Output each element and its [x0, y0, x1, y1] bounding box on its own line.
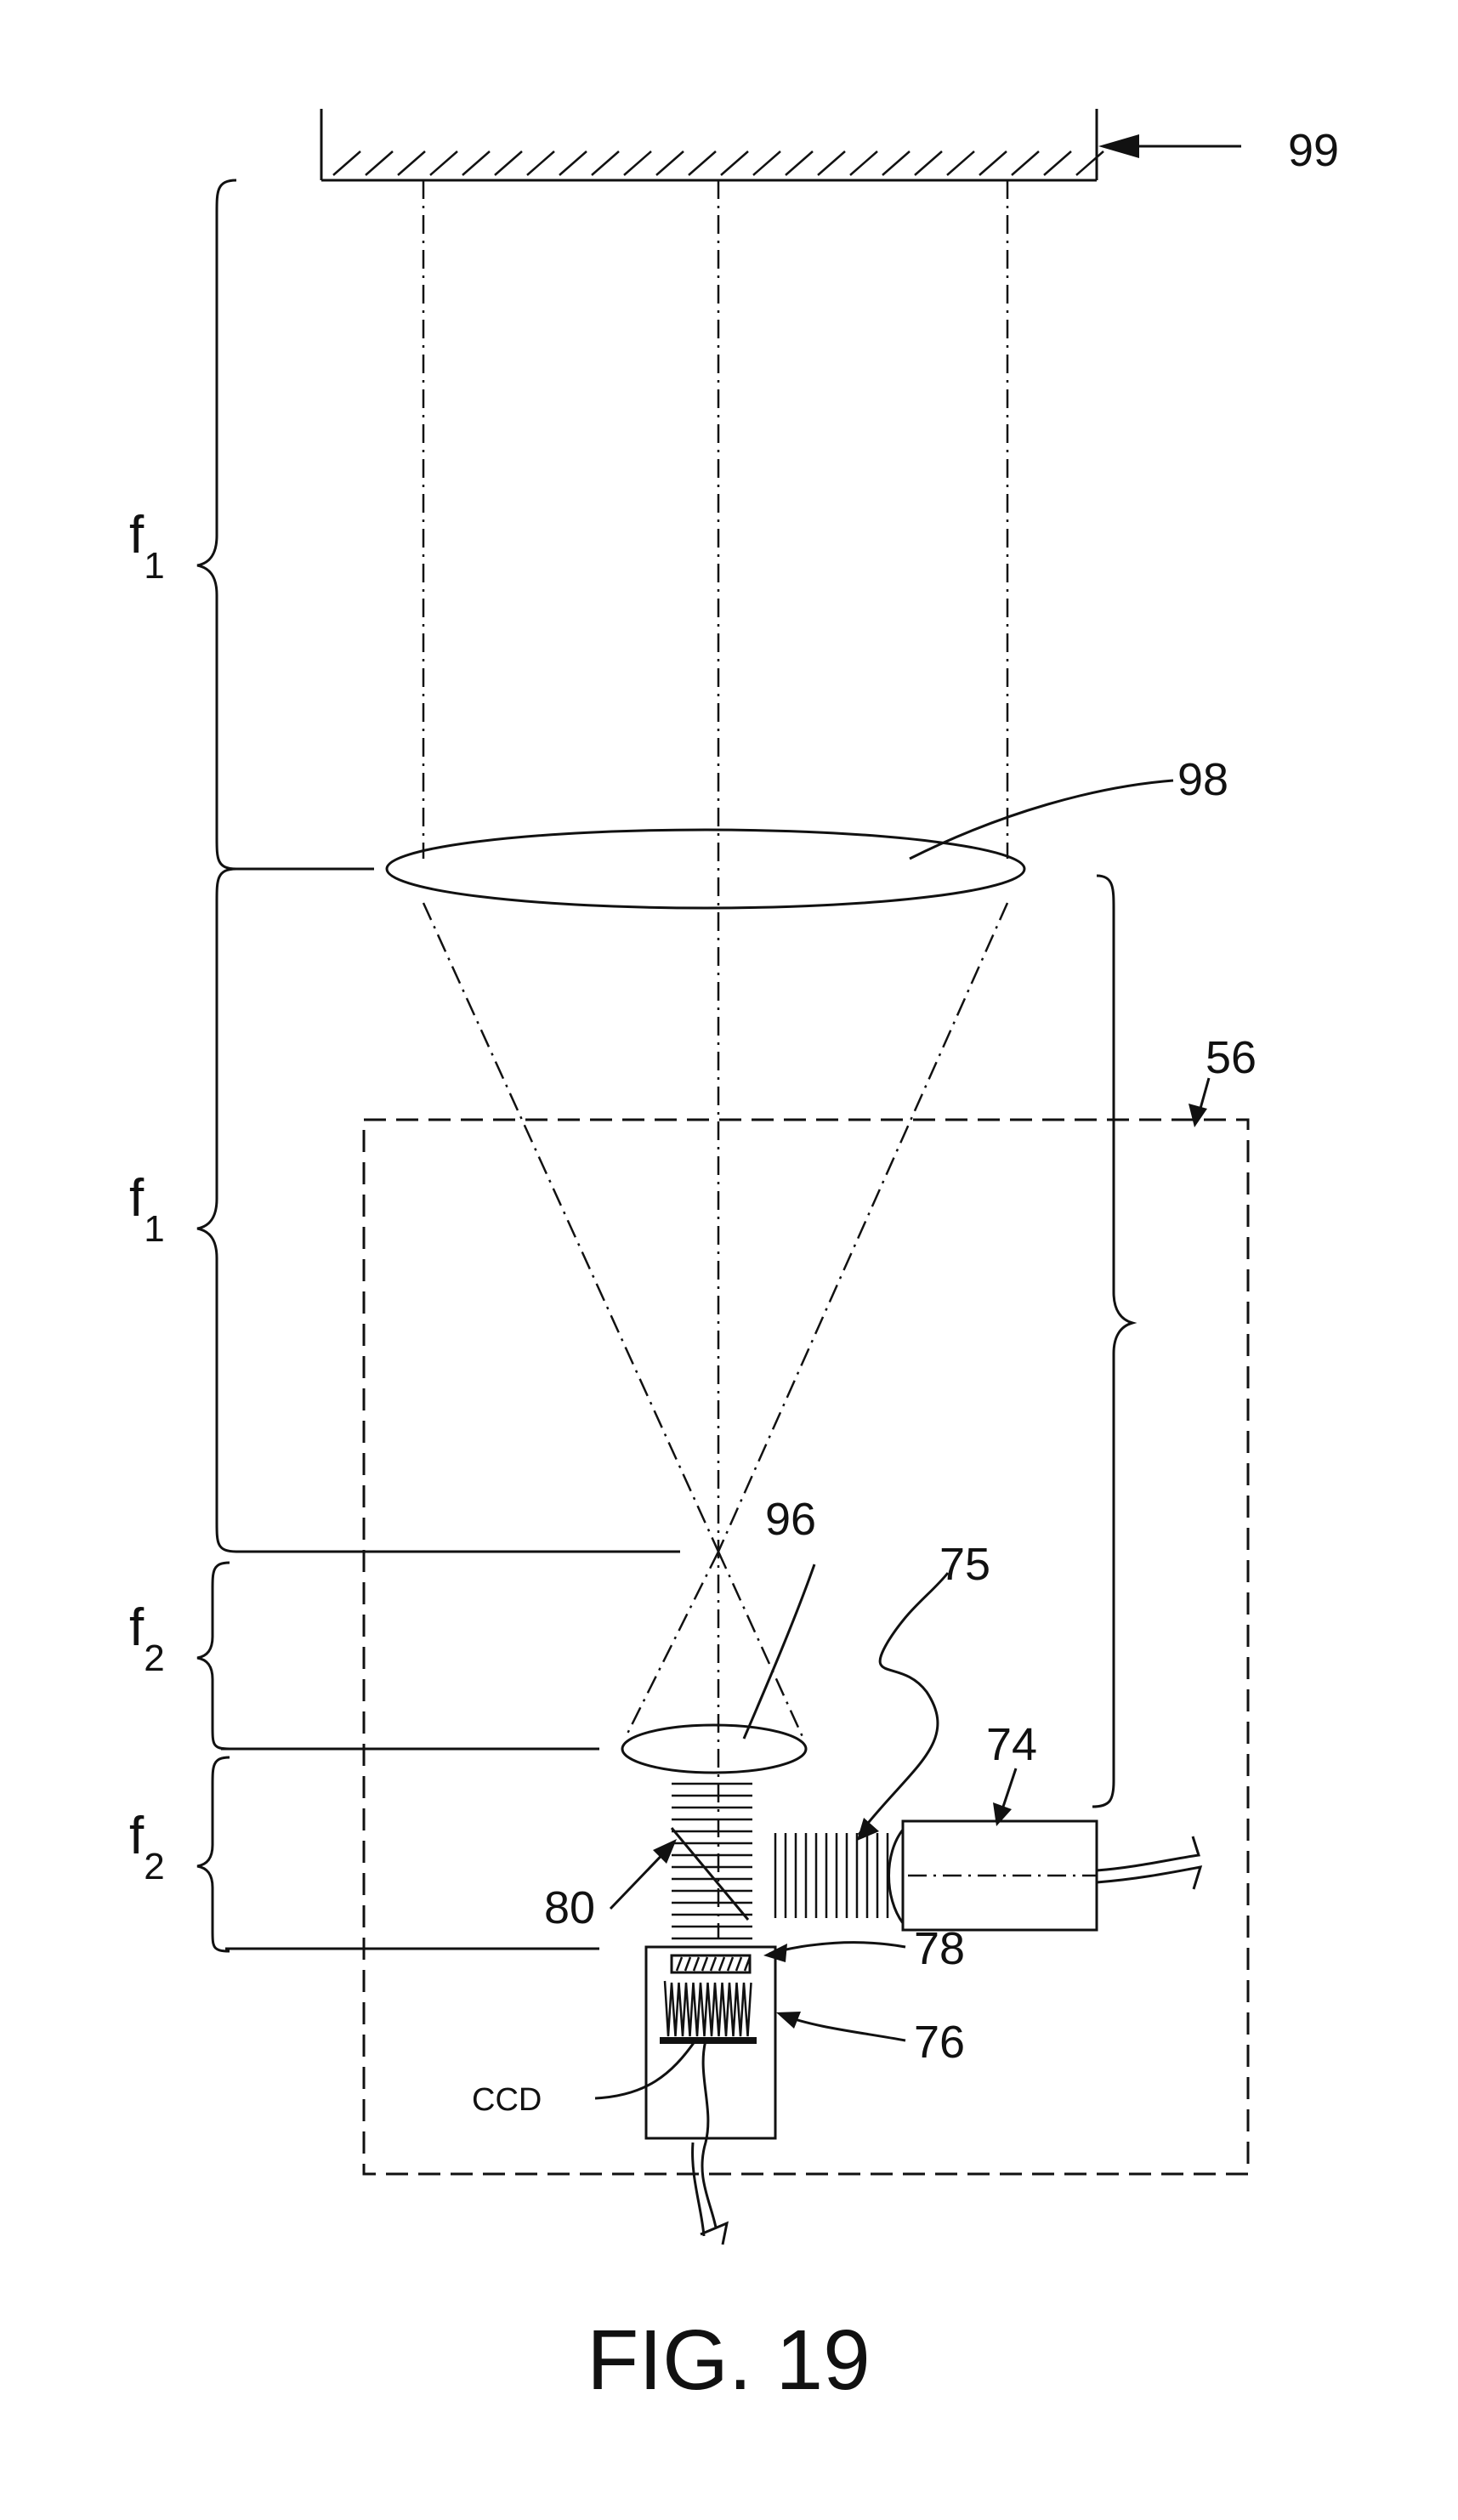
- leader-75: [857, 1572, 950, 1836]
- label-96: 96: [765, 1494, 816, 1545]
- stroke: [591, 150, 620, 176]
- leader-98: [909, 779, 1174, 860]
- label-76: 76: [914, 2017, 965, 2068]
- source-cable: [1096, 1836, 1203, 1890]
- stroke: [526, 150, 555, 176]
- stroke: [332, 150, 361, 176]
- label-f2-lower: f2: [129, 1807, 165, 1887]
- stroke: [1043, 150, 1072, 176]
- stroke: [743, 1956, 752, 1972]
- source-lens: [888, 1829, 905, 1924]
- stroke: [709, 1956, 718, 1972]
- label-98: 98: [1177, 754, 1228, 805]
- brace-f2-upper: [196, 1561, 230, 1751]
- stroke: [979, 150, 1007, 176]
- label-75: 75: [939, 1539, 990, 1590]
- stroke: [684, 1956, 692, 1972]
- leader-ccd: [594, 2040, 697, 2100]
- label-56: 56: [1206, 1032, 1257, 1083]
- filter-78: [670, 1954, 752, 1974]
- label-74: 74: [986, 1719, 1037, 1770]
- brace-f1-lower: [196, 867, 237, 1553]
- stroke: [849, 150, 878, 176]
- stroke: [623, 150, 652, 176]
- ray-diverge-left: [623, 1551, 720, 1740]
- stroke: [914, 150, 943, 176]
- brace-f2-lower: [196, 1756, 230, 1953]
- stroke: [675, 1956, 684, 1972]
- label-f1-lower: f1: [129, 1169, 165, 1250]
- stroke: [785, 150, 814, 176]
- source-74: [901, 1819, 1098, 1932]
- camera-cable: [691, 2040, 729, 2245]
- stroke: [559, 150, 587, 176]
- stroke: [1011, 150, 1040, 176]
- brace-f1-upper: [196, 179, 237, 871]
- stroke: [397, 150, 426, 176]
- ray-converge-right: [717, 902, 1009, 1552]
- leader-96: [742, 1564, 816, 1740]
- stroke: [701, 1956, 709, 1972]
- module-box-56: [362, 1118, 1250, 2176]
- stroke: [462, 150, 491, 176]
- leader-78: [769, 1941, 906, 1955]
- arrow-99: [1098, 134, 1241, 158]
- stroke: [692, 1956, 701, 1972]
- ray-diverge-right: [717, 1551, 805, 1740]
- stroke: [720, 150, 749, 176]
- filter-hatch: [675, 1956, 752, 1972]
- stroke: [688, 150, 717, 176]
- collimated-beam: [672, 1782, 752, 1940]
- ccd-elements: [663, 1980, 752, 2037]
- label-80: 80: [544, 1882, 595, 1933]
- label-f2-upper: f2: [129, 1598, 165, 1679]
- mirror-99: [320, 109, 1104, 182]
- stroke: [946, 150, 975, 176]
- stroke: [718, 1956, 726, 1972]
- stroke: [655, 150, 684, 176]
- leader-76: [781, 2013, 906, 2042]
- stroke: [429, 150, 458, 176]
- label-f1-upper: f1: [129, 506, 165, 587]
- stroke: [882, 150, 911, 176]
- stroke: [1075, 150, 1104, 176]
- camera-76: [644, 1945, 777, 2140]
- stroke: [752, 150, 781, 176]
- label-78: 78: [914, 1923, 965, 1974]
- stroke: [817, 150, 846, 176]
- ray-converge-left: [422, 902, 720, 1552]
- brace-right: [1092, 874, 1137, 1808]
- stroke: [726, 1956, 735, 1972]
- stroke: [735, 1956, 743, 1972]
- beamsplitter-80: [670, 1827, 750, 1921]
- lens-96: [621, 1723, 808, 1774]
- beam-75: [774, 1833, 889, 1918]
- figure-caption: FIG. 19: [587, 2313, 870, 2408]
- lens-98: [385, 828, 1026, 910]
- stroke: [494, 150, 523, 176]
- label-ccd: CCD: [472, 2082, 542, 2118]
- label-99: 99: [1288, 125, 1339, 176]
- stroke: [365, 150, 394, 176]
